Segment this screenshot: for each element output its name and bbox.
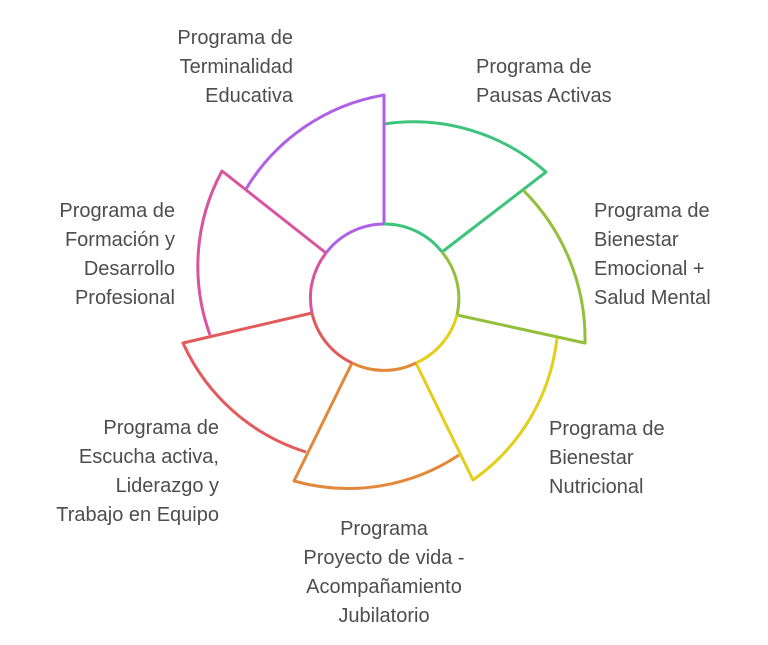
label-line: Bienestar (594, 229, 679, 251)
inner-arc-escucha (310, 312, 353, 365)
label-formacion: Programa de Formación y Desarrollo Profe… (59, 197, 175, 313)
inner-arc-pausas (383, 222, 444, 253)
inner-arc-formacion (308, 252, 328, 314)
label-line: Emocional + (594, 258, 705, 280)
label-line: Programa (340, 518, 428, 540)
label-line: Programa de (549, 418, 665, 440)
label-line: Escucha activa, (78, 446, 219, 468)
label-line: Proyecto de vida - (303, 547, 465, 569)
label-line: Bienestar (549, 447, 634, 469)
segment-formacion (196, 169, 327, 336)
label-line: Salud Mental (594, 287, 711, 309)
label-line: Desarrollo (83, 258, 175, 280)
label-line: Programa de (594, 200, 710, 222)
label-line: Programa de (476, 56, 592, 78)
label-line: Acompañamiento (306, 576, 462, 598)
label-pausas: Programa de Pausas Activas (476, 53, 612, 111)
label-jubilatorio: Programa Proyecto de vida - Acompañamien… (264, 515, 504, 631)
label-line: Profesional (74, 287, 175, 309)
inner-arc-terminalidad (324, 222, 385, 254)
segment-terminalidad (244, 93, 386, 224)
segment-pausas (382, 120, 548, 254)
label-line: Programa de (103, 417, 219, 439)
label-line: Educativa (205, 85, 293, 107)
label-emocional: Programa de Bienestar Emocional + Salud … (594, 197, 711, 313)
label-terminalidad: Programa de Terminalidad Educativa (177, 24, 293, 111)
segment-jubilatorio (292, 362, 460, 490)
label-line: Terminalidad (179, 56, 293, 78)
label-escucha: Programa de Escucha activa, Liderazgo y … (56, 414, 219, 530)
inner-arc-jubilatorio (351, 361, 417, 372)
label-line: Liderazgo y (115, 475, 219, 497)
label-line: Programa de (177, 27, 293, 49)
segment-nutricional (414, 337, 559, 482)
label-line: Nutricional (549, 476, 644, 498)
inner-arc-nutricional (415, 314, 459, 365)
label-line: Programa de (59, 200, 175, 222)
label-line: Trabajo en Equipo (56, 504, 219, 526)
label-nutricional: Programa de Bienestar Nutricional (549, 415, 665, 502)
label-line: Jubilatorio (338, 605, 430, 627)
inner-arc-emocional (440, 251, 461, 316)
label-line: Pausas Activas (476, 85, 612, 107)
segment-escucha (181, 311, 313, 454)
segment-emocional (456, 188, 587, 345)
label-line: Formación y (64, 229, 175, 251)
